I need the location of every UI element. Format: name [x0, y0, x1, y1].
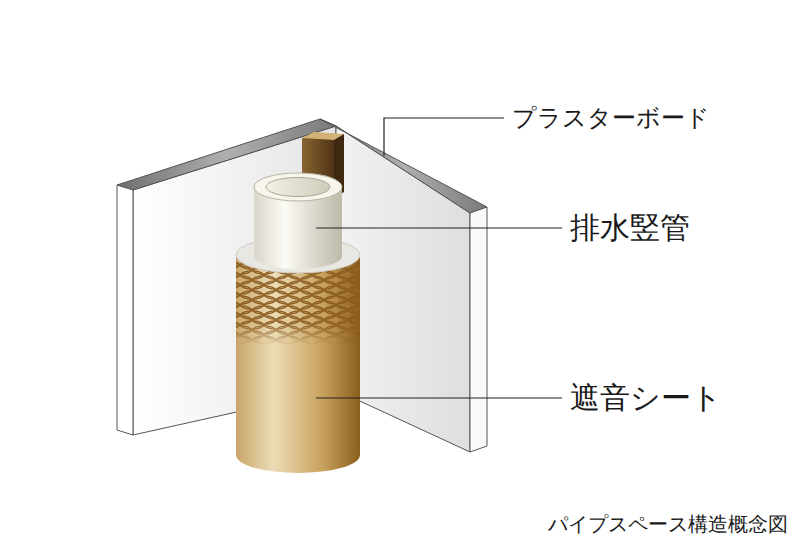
part-label: 排水竪管 [570, 210, 690, 246]
leader-lines [316, 118, 562, 398]
part-label: プラスターボード [512, 104, 710, 133]
figure-caption: パイプスペース構造概念図 [548, 512, 788, 536]
drain-pipe [254, 173, 342, 269]
part-label: 遮音シート [570, 380, 722, 416]
sound-insulation-sheet [230, 237, 370, 473]
